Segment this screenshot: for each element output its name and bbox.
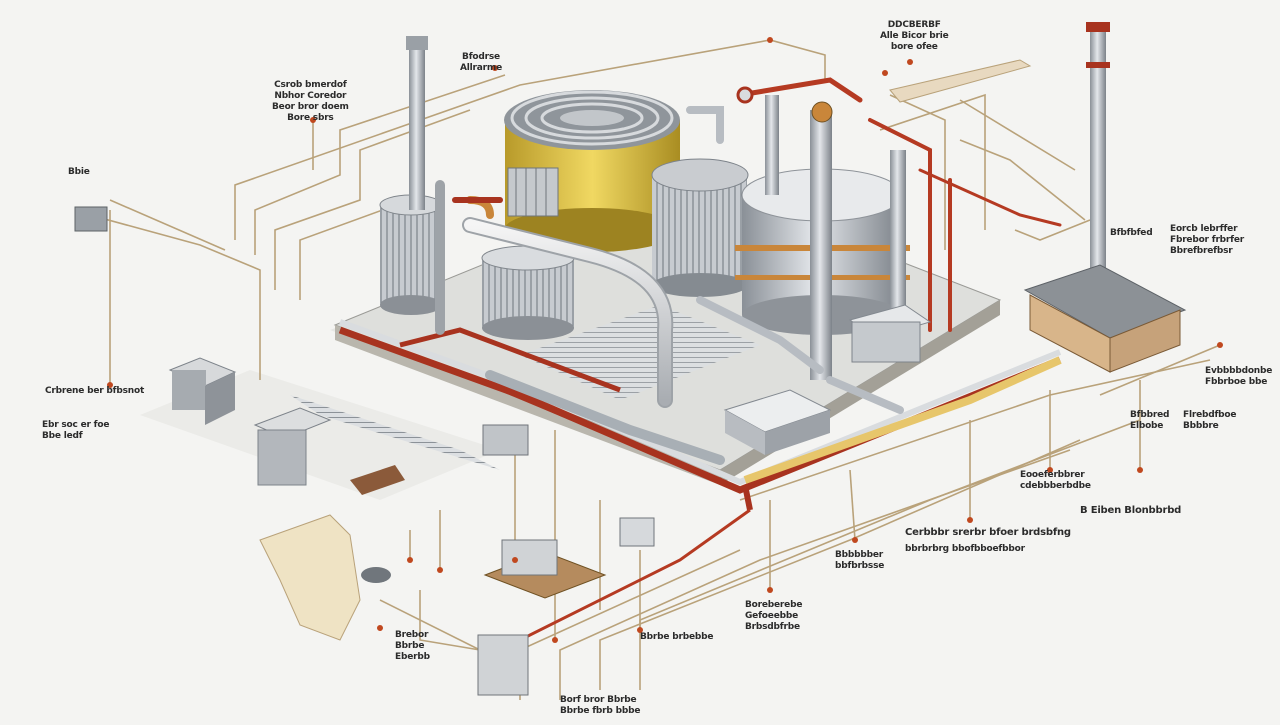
callout-center-low: Cerbbbr srerbr bfoer brdsbfng [905,527,1071,538]
callout-line: Crbrene ber bfbsnot [45,386,145,396]
callout-line: Ebr soc er foe [42,420,110,430]
callout-line: Gefoeebbe [745,611,798,621]
callout-center-low-3: Bbbbbber bbfbrbsse [835,550,884,572]
callout-line: Eberbb [395,652,430,662]
front-equipment [723,304,932,455]
callout-line: B Eiben Blonbbrbd [1080,505,1182,516]
callout-line: Bbe ledf [42,431,83,441]
callout-top-left: Bfodrse Allrarme [460,52,502,74]
callout-right-mid-2: Bfbbred Elbobe [1130,410,1169,432]
callout-line: DDCBERBF [887,20,941,30]
callout-bottom: Borf bror Bbrbe Bbrbe fbrb bbbe [560,695,640,717]
callout-top-center: DDCBERBF Alle Bicor brie bore ofee [880,20,949,53]
callout-line: Fbbrboe bbe [1205,377,1268,387]
callout-line: Brebor [395,630,429,640]
lower-left-tank [481,245,575,340]
callout-line: Bbrefbrefbsr [1170,246,1233,256]
callout-line: Allrarme [460,63,502,73]
middle-tank [651,158,749,297]
conveyor-ramp [889,59,1032,103]
callout-line: Fbrebor frbrfer [1170,235,1245,245]
callout-line: Csrob bmerdof [274,80,347,90]
right-building [1023,22,1187,373]
callout-left-group: Csrob bmerdof Nbhor Coredor Beor bror do… [272,80,349,124]
left-tank [379,36,443,315]
callout-mid-left: Crbrene ber bfbsnot [45,386,144,397]
callout-line: Nbhor Coredor [274,91,347,101]
left-equipment [74,206,500,641]
callout-line: Elbobe [1130,421,1164,431]
callout-line: Alle Bicor brie [880,31,949,41]
callout-mid-left-2: Ebr soc er foe Bbe ledf [42,420,109,442]
callout-far-left: Bbie [68,167,90,178]
callout-line: Bbrbe brbebbe [640,632,714,642]
callout-line: bbfbrbsse [835,561,885,571]
callout-line: Bbbbre [1183,421,1219,431]
label-markers [107,37,1223,643]
callout-line: Flrebdfboe [1183,410,1237,420]
callout-bottom-mid-2: Bbrbe brbebbe [640,632,713,643]
callout-line: Bbrbe [395,641,425,651]
callout-line: Bfodrse [462,52,500,62]
callout-line: Bfbfbfed [1110,228,1153,238]
small-devices [350,424,655,696]
callout-right-mid: Evbbbbdonbe Fbbrboe bbe [1205,366,1272,388]
white-tank [735,95,910,380]
callout-line: Bfbbred [1130,410,1170,420]
valve-assembly [736,86,833,123]
callout-line: Borf bror Bbrbe [560,695,637,705]
callout-center-low-2: bbrbrbrg bbofbboefbbor [905,544,1025,555]
callout-right-far: B Eiben Blonbbrbd [1080,505,1181,516]
callout-line: Eorcb lebrffer [1170,224,1238,234]
callout-line: Boreberebe [745,600,803,610]
callout-line: Bbbbbber [835,550,884,560]
callout-line: Brbsdbfrbe [745,622,800,632]
callout-line: bore ofee [890,42,938,52]
callout-line: Cerbbbr srerbr bfoer brdsbfng [905,527,1071,538]
process-pipes [435,77,1062,483]
callout-right-group: Eorcb lebrffer Fbrebor frbrfer Bbrefbref… [1170,224,1244,257]
callout-bottom-left: Brebor Bbrbe Eberbb [395,630,430,663]
callout-line: Bore sbrs [287,113,334,123]
callout-right-mid-3: Flrebdfboe Bbbbre [1183,410,1237,432]
callout-right-low: Eooeferbbrer cdebbberbdbe [1020,470,1091,492]
yellow-tank [504,90,680,252]
callout-bottom-mid: Boreberebe Gefoeebbe Brbsdbfrbe [745,600,802,633]
callout-line: Evbbbbdonbe [1205,366,1273,376]
callout-stack: Bfbfbfed [1110,228,1153,239]
callout-line: cdebbberbdbe [1020,481,1091,491]
callout-line: Bbrbe fbrb bbbe [560,706,641,716]
leader-lines [89,39,1221,700]
callout-line: bbrbrbrg bbofbboefbbor [905,544,1025,554]
callout-line: Bbie [68,167,90,177]
callout-line: Beor bror doem [272,102,349,112]
callout-line: Eooeferbbrer [1020,470,1085,480]
